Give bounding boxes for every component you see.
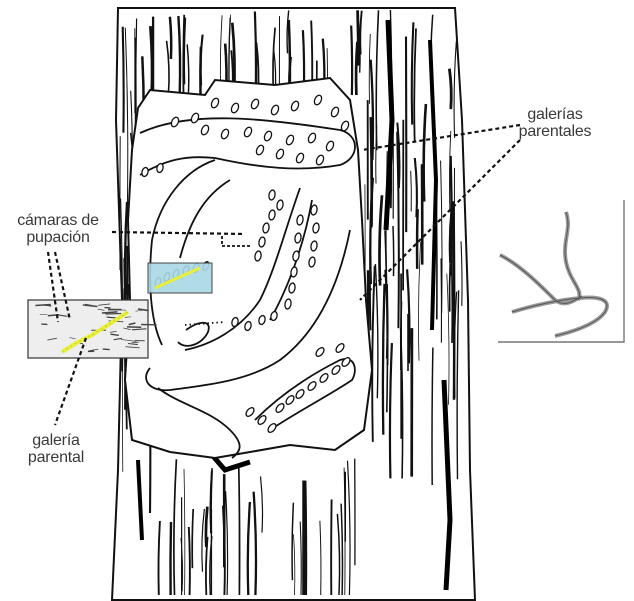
bark-streak bbox=[170, 17, 171, 59]
bark-streak bbox=[170, 522, 171, 595]
bark-streak bbox=[150, 26, 152, 95]
bark-streak bbox=[450, 263, 451, 311]
bark-streak bbox=[351, 26, 352, 96]
bark-streak bbox=[136, 19, 137, 111]
label-camaras-de-pupacion: cámaras de pupación bbox=[6, 212, 110, 246]
bark-streak bbox=[358, 10, 359, 65]
label-galeria-parental: galería parental bbox=[14, 432, 98, 466]
bark-streak bbox=[189, 527, 190, 595]
inset-grain bbox=[105, 314, 121, 315]
bark-streak bbox=[393, 226, 394, 276]
label-camaras-line2: pupación bbox=[6, 229, 110, 246]
bark-streak bbox=[387, 284, 388, 365]
inset-grain bbox=[103, 349, 110, 350]
label-galerias-parentales: galerías parentales bbox=[500, 106, 610, 140]
inset-detail bbox=[28, 300, 157, 358]
label-galeria-line1: galería bbox=[14, 432, 98, 449]
bark-streak bbox=[417, 209, 418, 269]
highlight-region bbox=[148, 263, 212, 293]
label-galeria-line2: parental bbox=[14, 449, 98, 466]
label-galerias-line1: galerías bbox=[500, 106, 610, 123]
gallery-sketch bbox=[498, 200, 624, 342]
label-camaras-line1: cámaras de bbox=[6, 212, 110, 229]
sketch-frame bbox=[498, 200, 624, 342]
bark-streak bbox=[305, 481, 306, 595]
bark-streak bbox=[192, 509, 193, 568]
bark-streak bbox=[183, 15, 184, 95]
label-galerias-line2: parentales bbox=[500, 123, 610, 140]
bark-streak bbox=[123, 27, 124, 133]
bark-streak bbox=[432, 348, 433, 486]
